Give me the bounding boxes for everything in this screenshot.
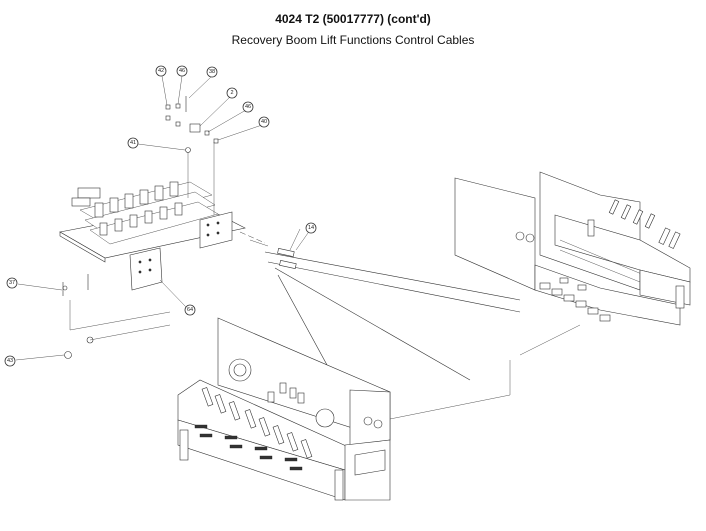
callout-label: 43 bbox=[7, 358, 13, 364]
page-subtitle: Recovery Boom Lift Functions Control Cab… bbox=[231, 33, 475, 47]
callout-64: 64 bbox=[184, 304, 196, 316]
callout-label: 64 bbox=[187, 307, 193, 313]
callout-37: 37 bbox=[6, 277, 18, 289]
callout-38: 38 bbox=[206, 66, 218, 78]
hardware-stack bbox=[165, 96, 219, 215]
callout-label: 37 bbox=[9, 280, 15, 286]
callout-label: 2 bbox=[230, 90, 233, 96]
callout-leaders bbox=[15, 75, 309, 361]
callout-label: 46 bbox=[179, 68, 185, 74]
ground-control-console bbox=[177, 317, 391, 501]
callout-label: 41 bbox=[130, 140, 136, 146]
callout-label: 38 bbox=[209, 69, 215, 75]
callout-14: 14 bbox=[305, 222, 317, 234]
page-title: 4024 T2 (50017777) (cont'd) bbox=[275, 12, 431, 26]
callout-label: 40 bbox=[261, 119, 267, 125]
callout-label: 46 bbox=[245, 104, 251, 110]
valve-block-assembly bbox=[59, 181, 246, 291]
callout-46: 46 bbox=[176, 65, 188, 77]
control-station-panel-right bbox=[454, 171, 691, 326]
callout-46-second: 46 bbox=[242, 101, 254, 113]
loose-hardware bbox=[62, 274, 171, 359]
callout-label: 14 bbox=[308, 225, 314, 231]
callout-43: 43 bbox=[4, 355, 16, 367]
callout-42: 42 bbox=[155, 65, 167, 77]
callout-41: 41 bbox=[127, 137, 139, 149]
callout-40: 40 bbox=[258, 116, 270, 128]
callout-2: 2 bbox=[226, 87, 238, 99]
callout-label: 42 bbox=[158, 68, 164, 74]
control-cables bbox=[239, 228, 581, 426]
